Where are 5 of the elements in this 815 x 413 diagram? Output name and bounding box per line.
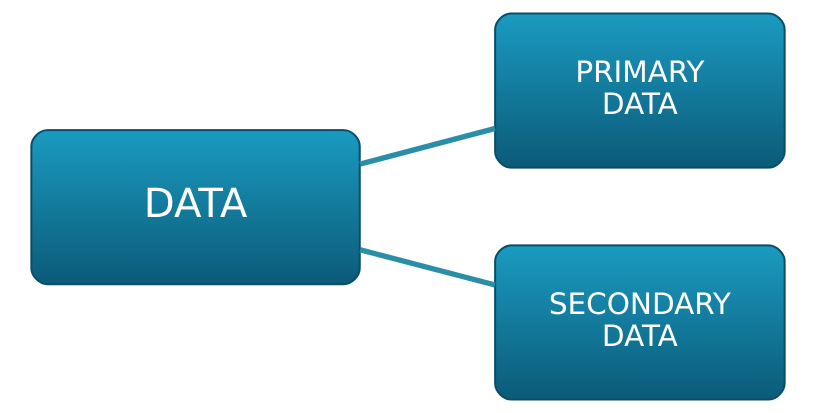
node-box: PRIMARY DATA: [494, 12, 786, 169]
connector: [358, 247, 496, 288]
connector: [358, 126, 496, 167]
node-box: SECONDARY DATA: [494, 244, 786, 401]
node-box: DATA: [30, 129, 360, 286]
